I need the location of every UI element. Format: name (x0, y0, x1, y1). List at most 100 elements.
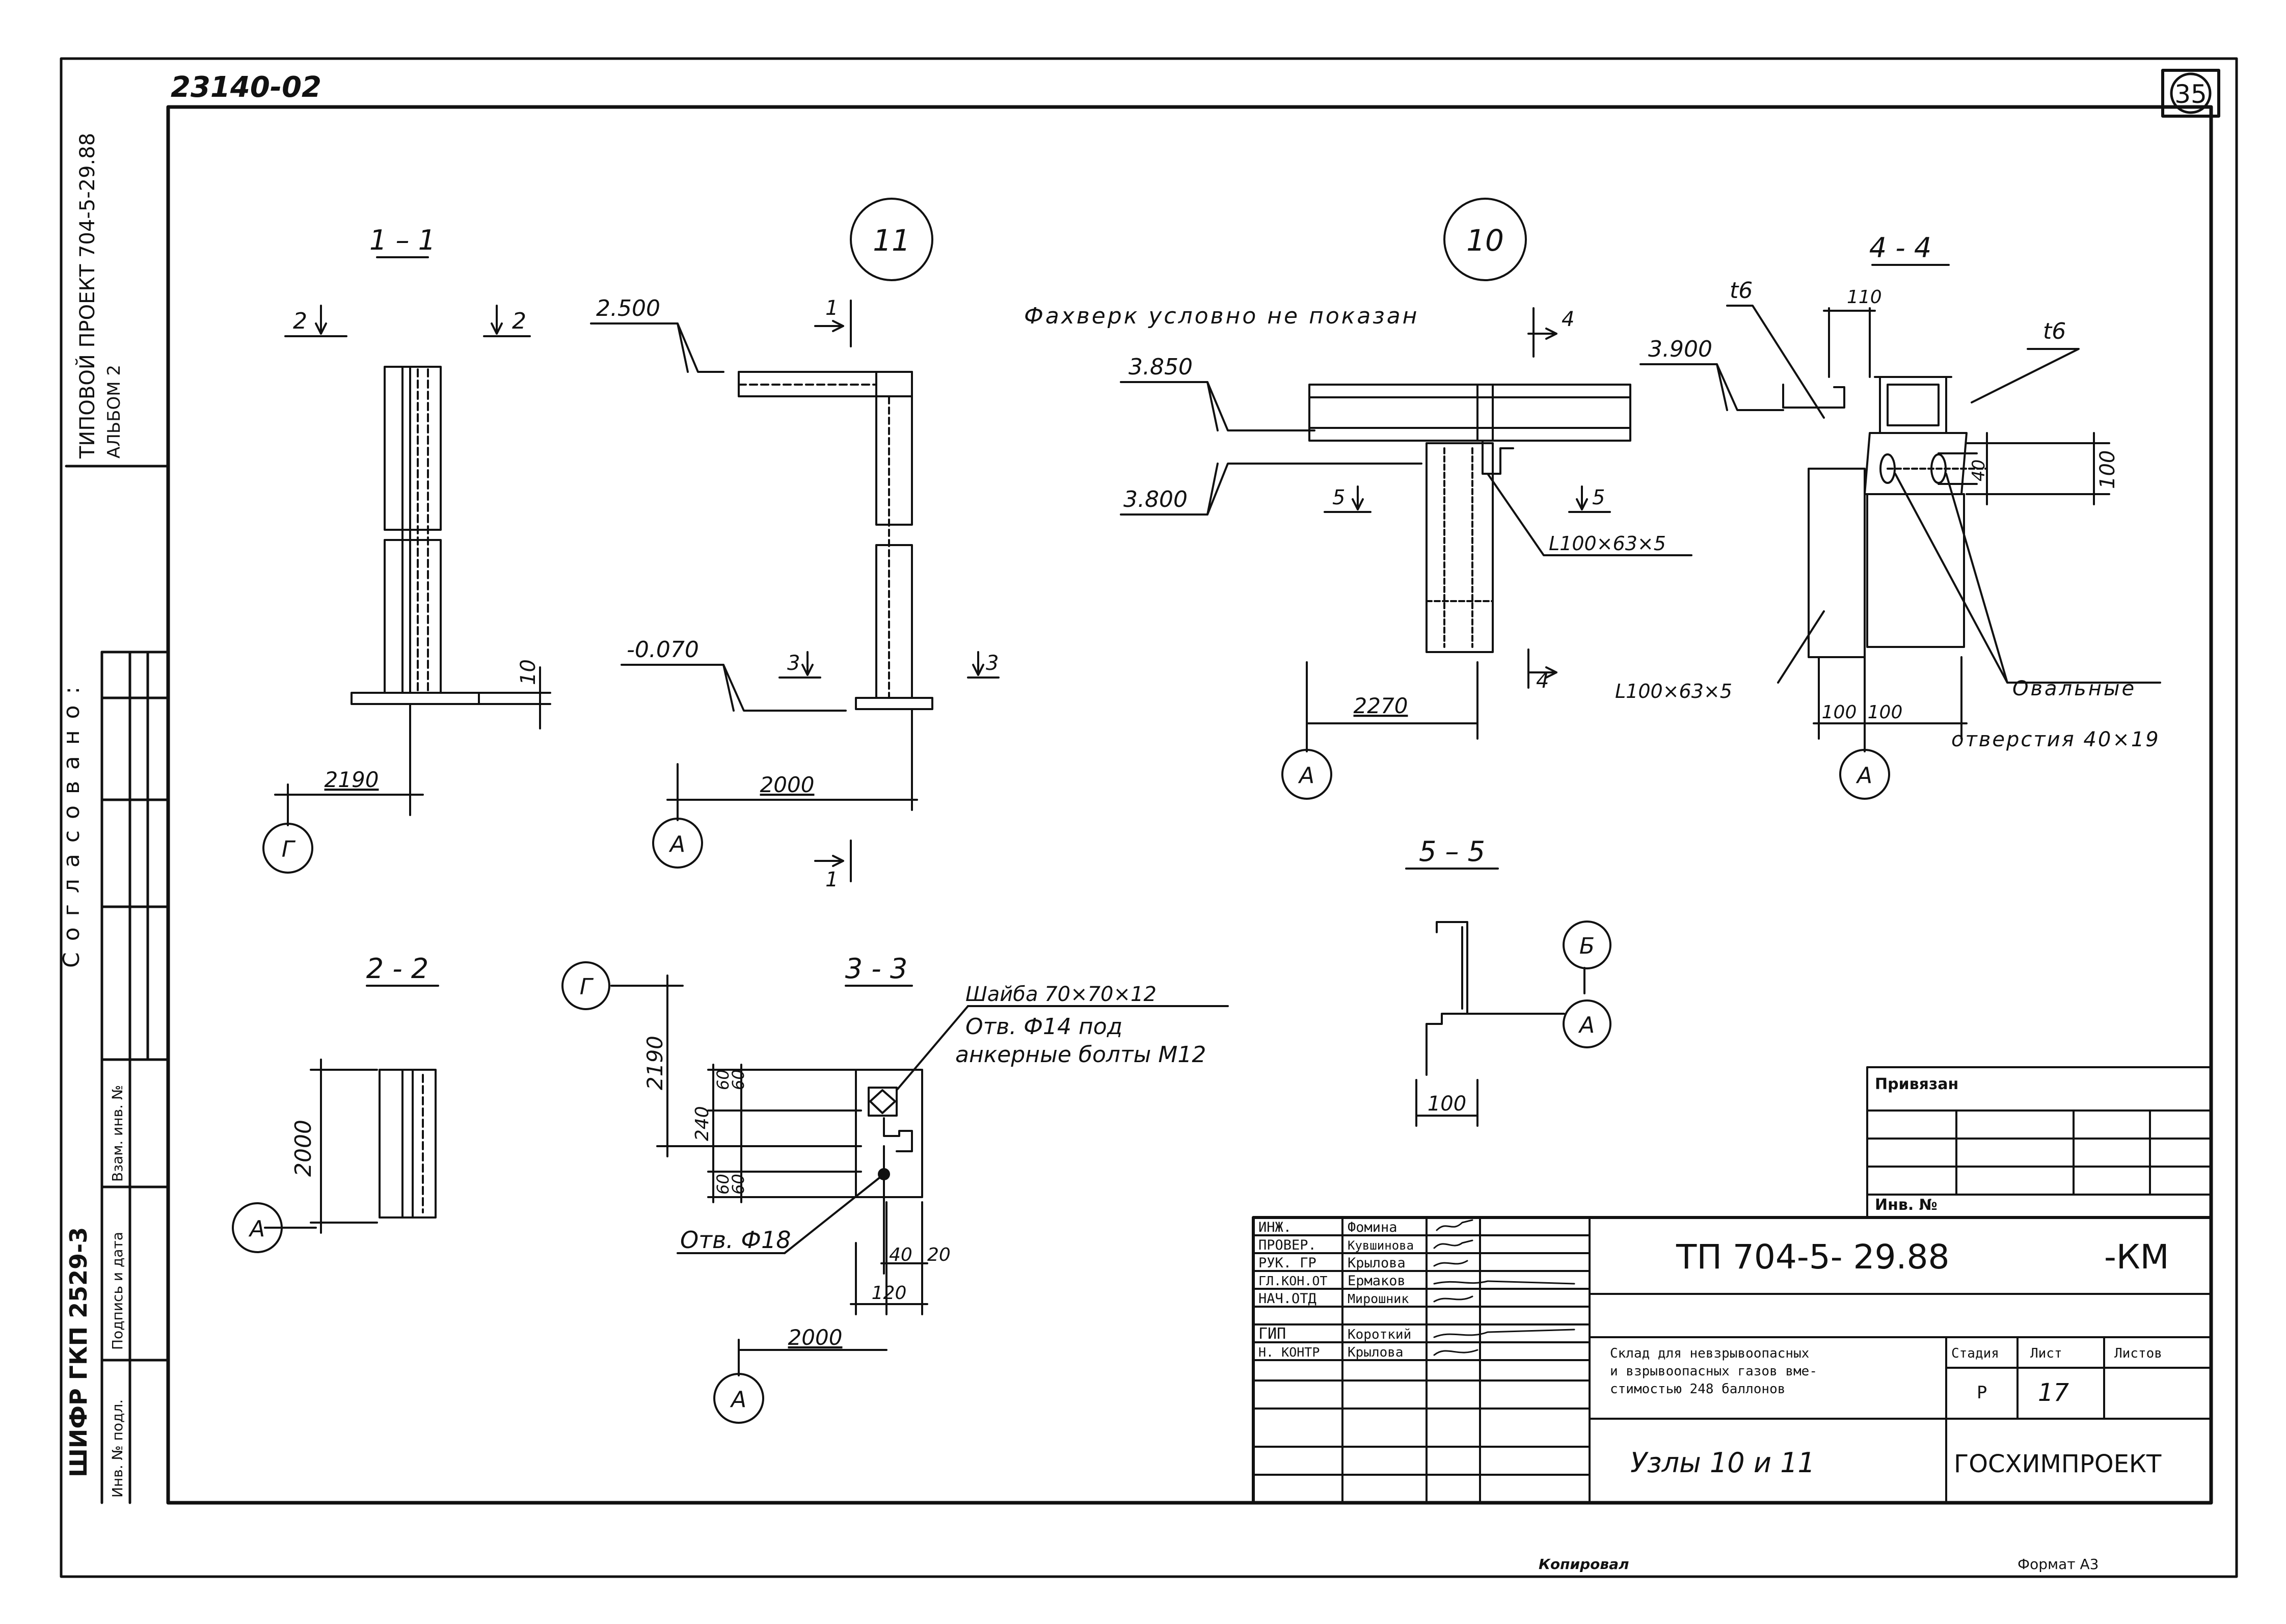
side-project-label: ТИПОВОЙ ПРОЕКТ 704-5-29.88 (75, 133, 99, 459)
dim-40: 40 (1969, 459, 1989, 481)
section-4-4-title: 4 - 4 (1869, 232, 1932, 264)
axis-a-label-44: А (1855, 763, 1872, 789)
dim-60-c: 60 (713, 1174, 733, 1195)
dim-100-b: 100 (1868, 702, 1903, 723)
inv-no-label: Инв. № (1875, 1196, 1938, 1214)
side-inv-podl-label: Инв. № подл. (109, 1399, 126, 1498)
axis-marker-g (262, 823, 313, 874)
name-4: Мирошник (1348, 1291, 1409, 1306)
section-tag-2-right: 2 (512, 308, 526, 334)
section-4-4: 4 - 4 t6 t6 110 3.900 (1615, 232, 2161, 800)
node-10: 10 Фахверк условно не показан 4 3.850 3.… (1024, 198, 1692, 800)
sheet-number: 17 (2038, 1378, 2069, 1407)
desc-line-3: стимостью 248 баллонов (1610, 1382, 1785, 1397)
dim-2270: 2270 (1354, 693, 1408, 718)
copied-label: Копировал (1539, 1556, 1629, 1573)
dim-60-b: 60 (713, 1069, 733, 1090)
desc-line-2: и взрывоопасных газов вме- (1610, 1364, 1817, 1379)
sheet-code: 23140-02 (171, 71, 321, 104)
dim-2000-c: 2000 (788, 1325, 843, 1350)
dim-2190-b: 2190 (642, 1036, 667, 1090)
node-10-number: 10 (1466, 223, 1504, 258)
oval-label-1: Овальные (2012, 677, 2136, 700)
name-3: Ермаков (1348, 1273, 1406, 1289)
signatures (1433, 1219, 1575, 1356)
axis-a-label-22: А (248, 1216, 265, 1242)
name-7: Крылова (1348, 1345, 1404, 1360)
role-3: ГЛ.КОН.ОТ (1258, 1274, 1327, 1288)
name-6: Короткий (1348, 1327, 1411, 1342)
col-stage: Стадия (1951, 1346, 1999, 1361)
section-3-3: 3 - 3 Г (561, 953, 1229, 1424)
section-tag-5-right: 5 (1592, 486, 1605, 509)
axis-a-label-11: А (668, 831, 685, 857)
fachwerk-note: Фахверк условно не показан (1024, 303, 1419, 329)
name-2: Крылова (1348, 1255, 1406, 1271)
stamp-roles: ИНЖ. ПРОВЕР. РУК. ГР ГЛ.КОН.ОТ НАЧ.ОТД Г… (1258, 1220, 1327, 1360)
dim-2000-b: 2000 (290, 1120, 316, 1177)
dim-40-33: 40 (889, 1244, 912, 1265)
level-3900: 3.900 (1648, 336, 1712, 362)
axis-marker-a-55 (1563, 999, 1611, 1048)
side-sign-date-label: Подпись и дата (109, 1232, 126, 1350)
axis-marker-g-33 (561, 961, 610, 1010)
name-0: Фомина (1348, 1220, 1397, 1235)
role-7: Н. КОНТР (1258, 1345, 1320, 1360)
role-6: ГИП (1258, 1325, 1286, 1343)
hole18-label: Отв. Ф18 (680, 1226, 791, 1254)
outer-frame (60, 57, 2238, 1578)
washer-label: Шайба 70×70×12 (965, 983, 1157, 1006)
dim-2190-a: 2190 (325, 767, 379, 792)
node-11: 11 2.500 1 -0.070 3 3 2000 А 1 (590, 198, 1000, 891)
t6-right: t6 (2043, 318, 2066, 344)
section-tag-3-right: 3 (986, 652, 999, 675)
role-4: НАЧ.ОТД (1258, 1291, 1316, 1307)
axis-marker-a-22 (232, 1202, 283, 1253)
section-3-3-title: 3 - 3 (845, 953, 908, 985)
dim-100-vertical: 100 (2096, 450, 2119, 489)
axis-marker-a-10 (1281, 749, 1332, 800)
page-number: 35 (2174, 79, 2207, 109)
side-album-label: АЛЬБОМ 2 (104, 365, 124, 458)
name-1: Кувшинова (1348, 1238, 1414, 1253)
sheet-title: Узлы 10 и 11 (1630, 1447, 1815, 1479)
desc-line-1: Склад для невзрывоопасных (1610, 1346, 1809, 1361)
section-tag-1-bottom: 1 (825, 868, 838, 891)
format-label: Формат А3 (2018, 1556, 2099, 1573)
dim-100-a: 100 (1822, 702, 1857, 723)
side-cipher-label: ШИФР ГКП 2529-3 (65, 1227, 92, 1477)
col-sheet: Лист (2030, 1346, 2062, 1361)
role-2: РУК. ГР (1258, 1255, 1316, 1271)
axis-a-label-55: А (1578, 1012, 1595, 1038)
level-2500: 2.500 (596, 295, 660, 321)
title-block (1252, 1066, 2213, 1504)
section-tag-4-top: 4 (1562, 308, 1574, 331)
privyazan-label: Привязан (1875, 1075, 1958, 1093)
side-agreed-label: Согласовано: (59, 675, 85, 968)
col-sheets: Листов (2114, 1346, 2162, 1361)
dim-240: 240 (692, 1106, 713, 1141)
role-0: ИНЖ. (1258, 1220, 1292, 1235)
section-2-2: 2 - 2 2000 А (232, 953, 439, 1253)
dim-120: 120 (872, 1283, 907, 1304)
doc-code: ТП 704-5- 29.88 (1676, 1237, 1949, 1277)
stage-value: Р (1977, 1383, 1987, 1403)
axis-marker-b (1563, 921, 1611, 969)
axis-marker-a-11 (652, 818, 703, 869)
dim-110: 110 (1847, 287, 1882, 308)
role-1: ПРОВЕР. (1258, 1237, 1316, 1253)
page-number-circle (2170, 72, 2212, 114)
level-m0070: -0.070 (627, 637, 699, 663)
section-tag-2-left: 2 (293, 308, 307, 334)
axis-marker-a-44 (1839, 749, 1890, 800)
dim-2000-a: 2000 (760, 772, 815, 797)
section-tag-1-top: 1 (825, 296, 838, 320)
side-vzam-label: Взам. инв. № (109, 1085, 126, 1182)
hole14-label-2: анкерные болты М12 (955, 1042, 1206, 1068)
axis-g-label: Г (282, 836, 296, 862)
dim-100-55: 100 (1428, 1092, 1466, 1116)
section-2-2-title: 2 - 2 (366, 953, 429, 985)
section-5-5: 5 – 5 100 Б А (1405, 835, 1611, 1127)
axis-b-label: Б (1579, 933, 1595, 959)
